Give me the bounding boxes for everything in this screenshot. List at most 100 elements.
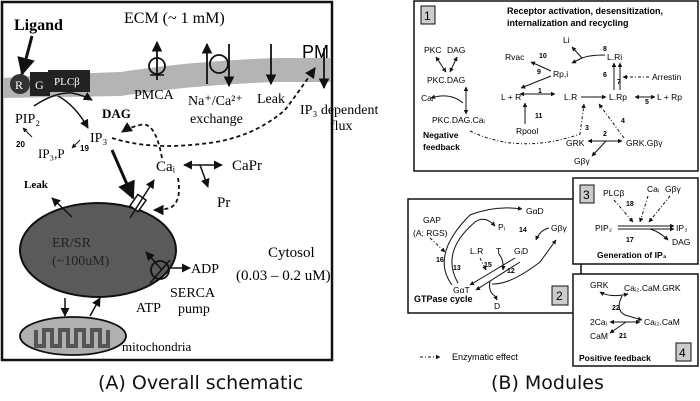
m3-pip2: PIP₂ [595, 223, 612, 233]
module-1-badge: 1 [424, 9, 431, 23]
cytosol-label-1: Cytosol [268, 245, 315, 261]
m2-num-15: 15 [484, 262, 492, 269]
cai-to-ip3-dashed [121, 122, 163, 159]
m3-cai: Caᵢ [647, 184, 659, 194]
exchange-label-2: exchange [190, 112, 243, 127]
m1-dag: DAG [447, 45, 465, 55]
m2-lr: L.R [470, 246, 483, 256]
ip3p-label: IP₃,P [38, 146, 65, 161]
module-1-badge-box [420, 5, 436, 25]
m4-cam: CaM [590, 331, 608, 341]
panel-a-border [0, 0, 334, 362]
m3-gby: Gβγ [665, 184, 682, 194]
module-2-badge: 2 [556, 289, 563, 303]
er-leak-label: Leak [24, 179, 49, 191]
pm-label: PM [302, 42, 329, 62]
mitochondria-cristae [34, 328, 110, 348]
m1-li: Li [563, 35, 570, 45]
module-3-badge: 3 [583, 188, 590, 202]
m4-cacamgrk: Caᵢ₂.CaM.GRK [624, 283, 681, 293]
module-3-arrows [613, 195, 675, 241]
receptor-shape [10, 74, 30, 94]
m2-gad: GαD [526, 206, 544, 216]
m1-lr: L.R [564, 92, 577, 102]
module-1-title-2: internalization and recycling [507, 18, 629, 28]
module-4-badge-box [675, 342, 692, 362]
module-1-box [413, 0, 699, 172]
pm-leak-label: Leak [257, 92, 285, 107]
cai-to-channel-dashed [152, 177, 180, 216]
m2-pi: Pᵢ [498, 222, 505, 232]
module-2-badge-box [551, 285, 569, 306]
ecm-label: ECM (~ 1 mM) [124, 10, 225, 27]
cytosol-label-2: (0.03 – 0.2 uM) [236, 268, 331, 284]
ligand-arrow [17, 35, 35, 76]
m2-gap-2: (A; RGS) [413, 228, 448, 238]
module-1-numbers: 1 2 3 4 5 6 7 8 9 10 11 [535, 46, 649, 138]
er-leak-arrow [51, 197, 73, 218]
m1-grk: GRK [566, 138, 585, 148]
m1-lr-free: L + R [501, 92, 521, 102]
g-protein-shape [30, 72, 50, 96]
capr-label: CaPr [232, 158, 262, 174]
m3-num-17: 17 [626, 237, 634, 244]
num-20: 20 [16, 140, 25, 149]
m1-cai: Caᵢ [421, 93, 433, 103]
pip2-to-dag-arrow [33, 92, 93, 107]
atp-label: ATP [136, 301, 161, 316]
panel-b-caption: (B) Modules [491, 372, 604, 394]
module-2-arrows [429, 206, 557, 301]
dag-label: DAG [102, 106, 131, 121]
module-4-badge: 4 [679, 346, 686, 360]
to-pr-arrow [199, 164, 210, 188]
module-3-badge-box [579, 184, 595, 204]
m1-pkcdagcai: PKC.DAG.Caᵢ [432, 115, 485, 125]
er-sr-organelle [19, 202, 177, 298]
m1-num-6: 6 [603, 72, 607, 79]
na-ca-exchanger [201, 42, 235, 88]
m2-num-14: 14 [519, 227, 527, 234]
serca-pump [145, 251, 191, 284]
m2-d: D [494, 301, 500, 311]
m1-gby: Gβγ [574, 156, 591, 166]
g-protein-label: G [35, 78, 44, 92]
from-mito-arrow [89, 297, 101, 317]
m2-num-13: 13 [453, 265, 461, 272]
m1-num-2: 2 [603, 131, 607, 138]
m1-pkc: PKC [424, 45, 441, 55]
m2-gid: GᵢD [514, 246, 528, 256]
ip3-receptor-channel [128, 179, 155, 219]
module-2-title: GTPase cycle [414, 294, 473, 304]
er-sr-label-1: ER/SR [52, 236, 92, 251]
m1-rpool: Rpool [516, 126, 538, 136]
m1-num-8: 8 [603, 46, 607, 53]
ip3-to-flux-dashed [111, 67, 316, 147]
m2-t: T [496, 246, 501, 256]
ip3-flux-label-1: IP₃ dependent [300, 103, 378, 118]
receptor-label: R [15, 78, 23, 92]
plc-label: PLCβ [54, 76, 80, 88]
m1-num-3: 3 [585, 125, 589, 132]
m3-plc: PLCβ [603, 188, 625, 198]
legend-enzymatic-label: Enzymatic effect [452, 352, 518, 362]
m1-num-9: 9 [537, 69, 541, 76]
m2-gap-1: GAP [423, 215, 441, 225]
m1-rpi: Rp,i [553, 69, 568, 79]
pr-label: Pr [217, 195, 230, 211]
m1-num-1: 1 [538, 88, 542, 95]
m4-num-21: 21 [619, 333, 627, 340]
m3-ip3: IP₃ [676, 223, 688, 233]
module-4-title: Positive feedback [579, 353, 651, 363]
exchange-label-1: Na⁺/Ca²⁺ [188, 94, 243, 109]
er-sr-label-2: (~100uM) [52, 254, 110, 269]
plc-shape [48, 70, 90, 92]
m4-num-22: 22 [612, 305, 620, 312]
module-3-title: Generation of IP₃ [597, 250, 667, 260]
panel-a: PM ECM (~ 1 mM) Ligand R G PLCβ PMCA Na⁺… [0, 0, 378, 362]
module-1-title-1: Receptor activation, desensitization, [507, 6, 663, 16]
ip3-flux-label-2: flux [330, 119, 353, 134]
cai-label: Caᵢ [156, 159, 176, 175]
m1-lri: L.Ri [607, 52, 622, 62]
m1-num-7: 7 [617, 79, 621, 86]
